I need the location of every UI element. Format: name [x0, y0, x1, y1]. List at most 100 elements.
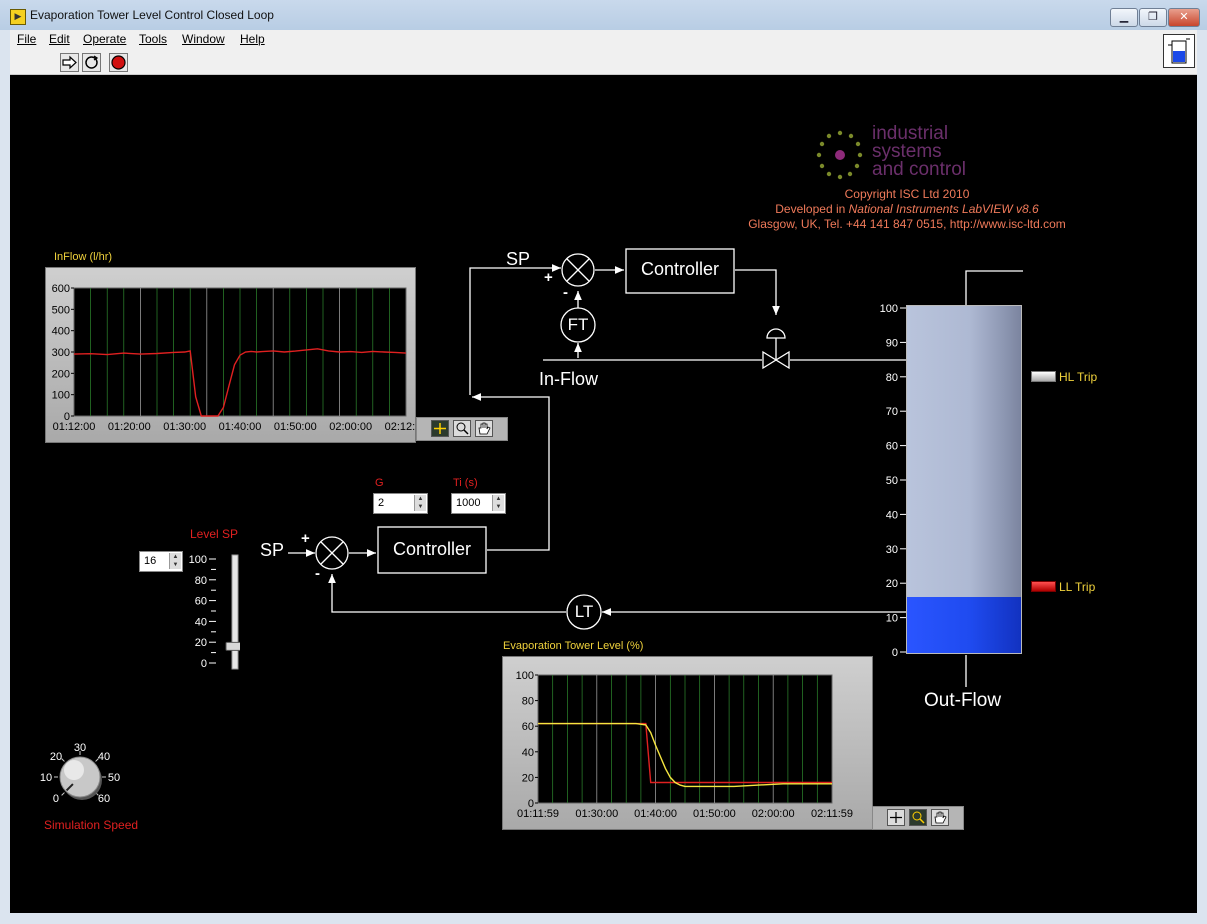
abort-icon[interactable] [109, 53, 128, 72]
knob-tick [61, 758, 65, 762]
level-sp-label: Level SP [190, 527, 239, 541]
ll-trip-led [1031, 581, 1056, 592]
developed-text: Developed in National Instruments LabVIE… [775, 202, 1039, 216]
lt-label: LT [574, 602, 594, 621]
restore-button[interactable]: ❐ [1139, 8, 1167, 27]
x-tick-label: 01:40:00 [219, 421, 262, 433]
pan-tool-icon[interactable] [931, 809, 949, 826]
inflow-graph-palette [416, 417, 508, 441]
plus-top-label: + [544, 269, 553, 286]
tank-scale-tick-label: 40 [886, 509, 898, 521]
branding-text: Copyright ISC Ltd 2010 Developed in Nati… [710, 187, 1104, 232]
menu-edit[interactable]: Edit [49, 32, 70, 46]
tank-scale-tick-label: 100 [880, 303, 898, 315]
y-tick-label: 20 [522, 772, 534, 784]
y-tick-label: 300 [52, 347, 70, 359]
inflow-chart-title: InFlow (l/hr) [54, 251, 113, 263]
y-tick-label: 600 [52, 283, 70, 295]
tank-indicator [906, 305, 1022, 654]
contact-text: Glasgow, UK, Tel. +44 141 847 0515, http… [748, 217, 1066, 231]
series-line [73, 348, 407, 417]
gain-input[interactable]: 2 ▲▼ [373, 493, 428, 514]
menu-file[interactable]: File [17, 32, 37, 46]
level-sp-spinner-icon[interactable]: ▲▼ [169, 553, 181, 569]
sp-top-label: SP [506, 249, 531, 269]
knob-tick-label: 10 [40, 772, 52, 784]
cursor-tool-icon[interactable] [431, 420, 449, 437]
zoom-tool-icon[interactable] [909, 809, 927, 826]
ti-input[interactable]: 1000 ▲▼ [451, 493, 506, 514]
hl-trip-led [1031, 371, 1056, 382]
y-tick-label: 80 [522, 696, 534, 708]
inflow-label: In-Flow [539, 369, 599, 389]
gain-spinner-icon[interactable]: ▲▼ [414, 495, 426, 511]
isc-logo-text: industrial systems and control [872, 123, 967, 180]
hl-trip-label: HL Trip [1059, 370, 1098, 384]
tank-scale-tick-label: 80 [886, 372, 898, 384]
slider-tick-label: 40 [195, 616, 207, 628]
x-tick-label: 01:50:00 [693, 808, 736, 820]
x-tick-label: 01:20:00 [108, 421, 151, 433]
run-continuously-icon[interactable] [82, 53, 101, 72]
slider-track [231, 554, 239, 670]
window-frame-left [0, 30, 10, 924]
zoom-tool-icon[interactable] [453, 420, 471, 437]
minus-bottom-label: - [315, 565, 320, 582]
sp-bottom-label: SP [260, 540, 285, 560]
slider-thumb [225, 641, 245, 651]
x-tick-label: 01:12:00 [53, 421, 96, 433]
ti-spinner-icon[interactable]: ▲▼ [492, 495, 504, 511]
tank-scale-tick-label: 10 [886, 613, 898, 625]
y-tick-label: 100 [516, 670, 534, 682]
x-tick-label: 01:50:00 [274, 421, 317, 433]
y-tick-label: 40 [522, 747, 534, 759]
cursor-tool-icon[interactable] [887, 809, 905, 826]
controller-top: Controller [640, 259, 720, 279]
tank-scale-tick-label: 90 [886, 337, 898, 349]
toolbar [10, 50, 1197, 75]
knob-tick-label: 0 [53, 793, 59, 805]
knob-tick-label: 50 [108, 772, 120, 784]
series-line [538, 722, 832, 788]
slider-tick-label: 80 [195, 575, 207, 587]
labview-app-icon: ▶ [10, 9, 26, 25]
ft-label: FT [567, 315, 589, 334]
plus-bottom-label: + [301, 530, 310, 547]
close-button[interactable]: ✕ [1168, 8, 1200, 27]
x-tick-label: 01:30:00 [575, 808, 618, 820]
gain-label: G [375, 477, 384, 489]
pan-tool-icon[interactable] [475, 420, 493, 437]
tank-scale-tick-label: 60 [886, 441, 898, 453]
knob-tick [61, 792, 65, 796]
slider-tick-label: 100 [189, 554, 207, 566]
run-arrow-icon[interactable] [60, 53, 79, 72]
y-tick-label: 400 [52, 326, 70, 338]
knob-highlight [64, 760, 84, 780]
menu-tools[interactable]: Tools [139, 32, 168, 46]
tank-scale-tick-label: 0 [892, 647, 898, 659]
level-graph-palette [872, 806, 964, 830]
y-tick-label: 60 [522, 721, 534, 733]
title-bar: ▶ Evaporation Tower Level Control Closed… [0, 0, 1207, 31]
front-panel: industrial systems and control Copyright… [10, 75, 1197, 913]
level-sp-input[interactable]: 16 ▲▼ [139, 551, 183, 572]
window-frame-bottom [0, 913, 1207, 924]
outflow-label: Out-Flow [924, 690, 1002, 711]
isc-logo-icon [816, 130, 863, 180]
minimize-button[interactable]: ▁ [1110, 8, 1138, 27]
y-tick-label: 500 [52, 304, 70, 316]
x-tick-label: 01:30:00 [163, 421, 206, 433]
menu-help[interactable]: Help [240, 32, 265, 46]
menu-bar: File Edit Operate Tools Window Help [10, 30, 1197, 50]
x-tick-label: 02:00:00 [329, 421, 372, 433]
menu-operate[interactable]: Operate [83, 32, 127, 46]
menu-window[interactable]: Window [182, 32, 225, 46]
window-title: Evaporation Tower Level Control Closed L… [30, 8, 274, 22]
x-tick-label: 02:11:59 [811, 808, 853, 820]
tank-scale-tick-label: 50 [886, 475, 898, 487]
window-frame-right [1197, 30, 1207, 924]
